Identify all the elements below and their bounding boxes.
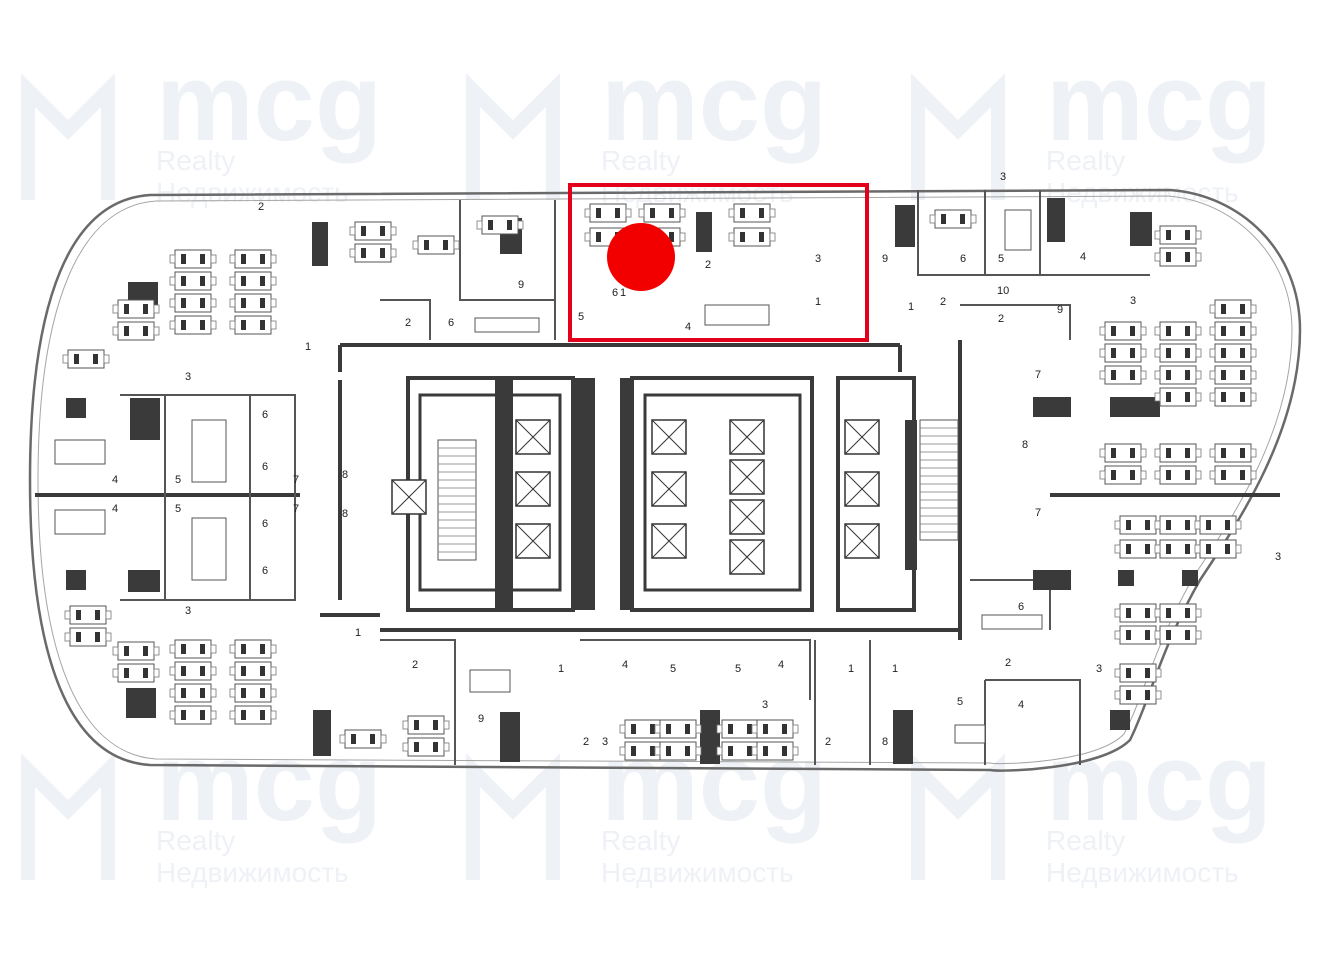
room-label: 5 bbox=[175, 474, 181, 486]
room-label: 1 bbox=[355, 627, 361, 639]
room-label: 1 bbox=[305, 341, 311, 353]
watermark-tile: mcg Realty Недвижимость bbox=[21, 41, 382, 208]
watermark-layer: mcg Realty Недвижимость mcg Realty Недви… bbox=[21, 41, 1272, 888]
watermark-line1: Realty bbox=[156, 825, 235, 856]
room-label: 5 bbox=[670, 663, 676, 675]
room-label: 2 bbox=[705, 259, 711, 271]
watermark-line1: Realty bbox=[601, 825, 680, 856]
room-label: 6 bbox=[262, 518, 268, 530]
room-label: 5 bbox=[998, 253, 1004, 265]
corridor-walls bbox=[35, 340, 1280, 640]
room-label: 5 bbox=[578, 311, 584, 323]
room-label: 2 bbox=[1005, 657, 1011, 669]
building-outline bbox=[28, 188, 1302, 772]
room-label: 5 bbox=[957, 696, 963, 708]
room-label: 3 bbox=[1130, 295, 1136, 307]
room-label: 4 bbox=[622, 659, 628, 671]
room-label: 4 bbox=[685, 321, 691, 333]
watermark-brand: mcg bbox=[1046, 41, 1272, 164]
watermark-tile: mcg Realty Недвижимость bbox=[911, 41, 1272, 208]
room-label: 1 bbox=[892, 663, 898, 675]
room-label: 7 bbox=[293, 474, 299, 486]
watermark-line2: Недвижимость bbox=[1046, 857, 1239, 888]
room-label: 2 bbox=[825, 736, 831, 748]
room-label: 6 bbox=[262, 461, 268, 473]
room-label: 4 bbox=[1080, 251, 1086, 263]
dark-furniture bbox=[66, 198, 1198, 764]
room-label: 6 bbox=[960, 253, 966, 265]
room-label: 7 bbox=[1035, 369, 1041, 381]
room-label: 7 bbox=[293, 503, 299, 515]
room-label: 3 bbox=[185, 371, 191, 383]
watermark-brand: mcg bbox=[1046, 721, 1272, 844]
room-label: 6 bbox=[448, 317, 454, 329]
room-label: 3 bbox=[1275, 551, 1281, 563]
watermark-line2: Недвижимость bbox=[1046, 177, 1239, 208]
room-label: 2 bbox=[258, 201, 264, 213]
room-label: 3 bbox=[1000, 171, 1006, 183]
partition-walls bbox=[120, 190, 1150, 765]
room-label: 10 bbox=[997, 285, 1009, 297]
watermark-tile: mcg Realty Недвижимость bbox=[466, 41, 827, 208]
highlighted-unit-outline[interactable] bbox=[568, 183, 869, 342]
room-label: 9 bbox=[882, 253, 888, 265]
room-label: 2 bbox=[940, 296, 946, 308]
meeting-tables bbox=[54, 209, 1043, 744]
room-label: 9 bbox=[518, 279, 524, 291]
room-label: 3 bbox=[602, 736, 608, 748]
room-label: 2 bbox=[998, 313, 1004, 325]
watermark-line1: Realty bbox=[1046, 825, 1125, 856]
room-label: 2 bbox=[405, 317, 411, 329]
room-label: 1 bbox=[908, 301, 914, 313]
room-label: 9 bbox=[478, 713, 484, 725]
room-label: 8 bbox=[882, 736, 888, 748]
room-label: 3 bbox=[762, 699, 768, 711]
watermark-line2: Недвижимость bbox=[601, 857, 794, 888]
room-label: 6 bbox=[262, 565, 268, 577]
watermark-line2: Недвижимость bbox=[156, 857, 349, 888]
watermark-line1: Realty bbox=[156, 145, 235, 176]
room-label: 3 bbox=[185, 605, 191, 617]
room-label: 4 bbox=[112, 474, 118, 486]
room-label: 4 bbox=[1018, 699, 1024, 711]
room-label: 8 bbox=[342, 508, 348, 520]
room-label: 1 bbox=[815, 296, 821, 308]
room-label: 1 bbox=[558, 663, 564, 675]
location-marker-icon[interactable] bbox=[607, 223, 675, 291]
watermark-brand: mcg bbox=[156, 41, 382, 164]
room-label: 8 bbox=[1022, 439, 1028, 451]
room-label: 1 bbox=[620, 287, 626, 299]
room-label: 5 bbox=[175, 503, 181, 515]
room-label: 3 bbox=[815, 253, 821, 265]
watermark-tile: mcg Realty Недвижимость bbox=[911, 721, 1272, 888]
room-label: 6 bbox=[612, 287, 618, 299]
room-label: 2 bbox=[412, 659, 418, 671]
watermark-line1: Realty bbox=[1046, 145, 1125, 176]
room-label: 8 bbox=[342, 469, 348, 481]
room-numbers: 1 1 1 1 1 1 1 1 2 2 2 2 2 2 2 2 2 3 3 3 … bbox=[112, 171, 1281, 748]
building-core bbox=[391, 376, 959, 612]
room-label: 6 bbox=[262, 409, 268, 421]
watermark-line1: Realty bbox=[601, 145, 680, 176]
room-label: 2 bbox=[583, 736, 589, 748]
room-label: 9 bbox=[1057, 304, 1063, 316]
room-label: 1 bbox=[848, 663, 854, 675]
room-label: 4 bbox=[778, 659, 784, 671]
room-label: 6 bbox=[1018, 601, 1024, 613]
room-label: 3 bbox=[1096, 663, 1102, 675]
room-label: 5 bbox=[735, 663, 741, 675]
room-label: 7 bbox=[1035, 507, 1041, 519]
watermark-brand: mcg bbox=[601, 41, 827, 164]
room-label: 4 bbox=[112, 503, 118, 515]
watermark-line2: Недвижимость bbox=[156, 177, 349, 208]
